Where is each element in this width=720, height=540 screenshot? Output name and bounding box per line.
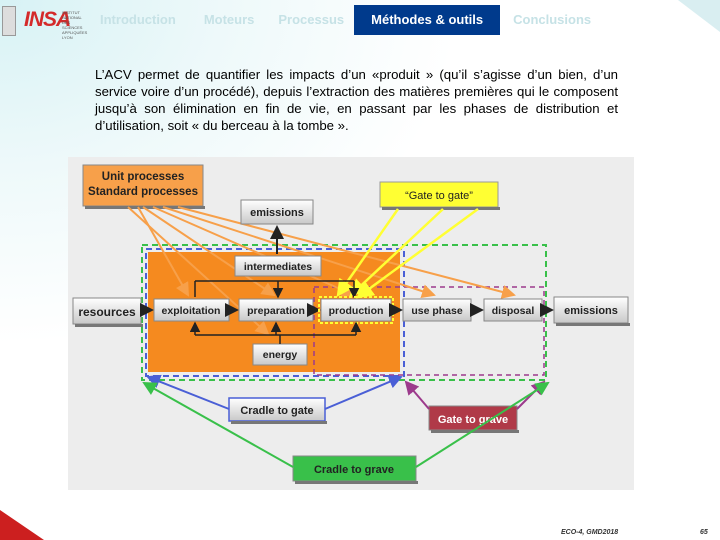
footer-text: ECO-4, GMD2018: [561, 529, 619, 536]
intermediates-label: intermediates: [244, 261, 312, 273]
emissions-right-box: [553, 296, 629, 324]
use-phase-label: use phase: [411, 305, 463, 317]
crest-icon: [2, 6, 16, 36]
logo-subtitle: INSTITUT NATIONAL DES SCIENCES APPLIQUÉE…: [62, 10, 88, 40]
energy-label: energy: [263, 349, 298, 361]
disposal-label: disposal: [492, 305, 535, 317]
gate-to-grave-box: [428, 405, 518, 431]
gate-to-grave-label: Gate to grave: [438, 414, 508, 426]
emissions-right-label: emissions: [564, 305, 618, 317]
emissions-top-box: [240, 199, 314, 225]
tab-introduction[interactable]: Introduction: [100, 12, 176, 27]
corner-decoration: [678, 0, 720, 32]
tab-processus[interactable]: Processus: [278, 12, 345, 27]
corner-red-decoration: [0, 510, 44, 540]
page-number: 65: [700, 529, 708, 536]
tab-conclusions[interactable]: Conclusions: [513, 12, 592, 27]
production-label: production: [329, 305, 384, 317]
emissions-top-label: emissions: [250, 207, 304, 219]
preparation-label: preparation: [247, 305, 305, 317]
gate-to-gate-label: “Gate to gate”: [405, 190, 473, 202]
cradle-to-gate-label: Cradle to gate: [240, 405, 313, 417]
cradle-to-grave-label: Cradle to grave: [314, 464, 394, 476]
legend-box: [82, 164, 204, 207]
top-nav: Introduction Moteurs Processus Méthodes …: [96, 5, 599, 35]
intro-paragraph: L’ACV permet de quantifier les impacts d…: [95, 67, 618, 133]
exploitation-label: exploitation: [162, 305, 221, 317]
cradle-to-grave-box: [292, 455, 417, 482]
legend-unit-processes: Unit processes: [102, 171, 184, 183]
resources-label: resources: [78, 305, 136, 319]
gate-to-grave-boundary: [313, 286, 545, 376]
legend-standard-processes: Standard processes: [88, 186, 198, 198]
gate-to-gate-box: [379, 181, 499, 208]
lca-diagram: Unit processes Standard processes “Gate …: [68, 157, 634, 490]
insa-logo: INSA INSTITUT NATIONAL DES SCIENCES APPL…: [2, 4, 88, 40]
tab-methodes-outils[interactable]: Méthodes & outils: [354, 5, 501, 35]
logo-text: INSA: [24, 8, 71, 31]
tab-moteurs[interactable]: Moteurs: [203, 12, 255, 27]
intermediates-box: [234, 255, 322, 277]
